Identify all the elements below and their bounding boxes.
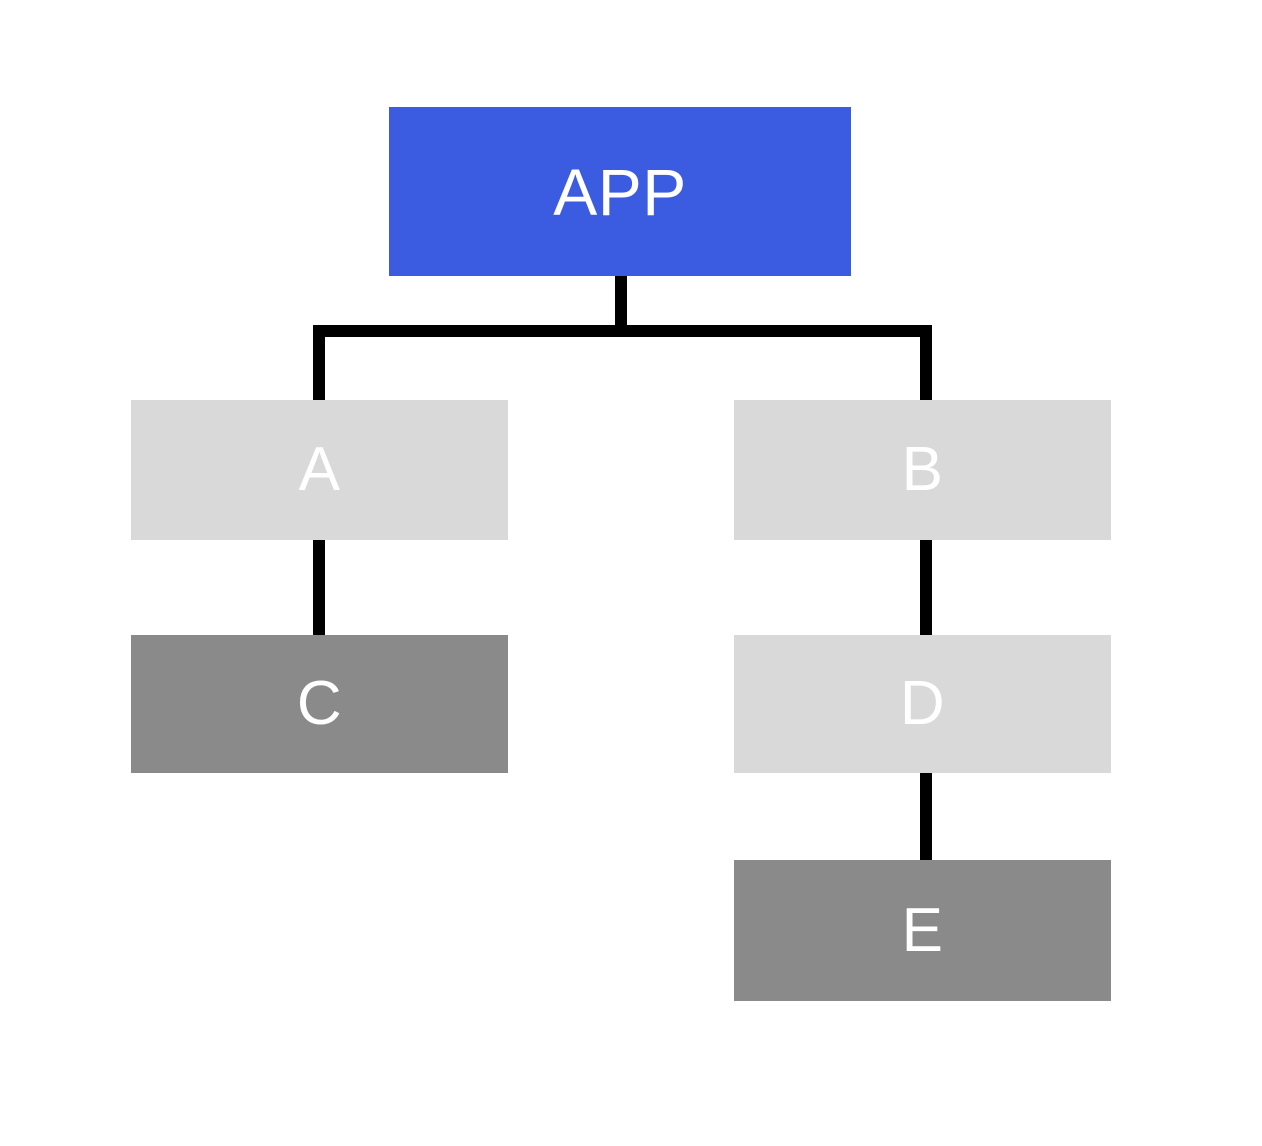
node-e-label: E — [901, 895, 944, 965]
node-d-label: D — [899, 669, 946, 738]
connector-a-to-c — [313, 536, 325, 639]
node-b-label: B — [901, 435, 944, 504]
connector-app-horizontal-bus — [313, 325, 932, 337]
node-a[interactable]: A — [131, 400, 508, 540]
node-b[interactable]: B — [734, 400, 1111, 540]
connector-app-stem — [615, 276, 627, 331]
connector-d-to-e — [920, 769, 932, 864]
node-d[interactable]: D — [734, 635, 1111, 773]
node-a-label: A — [298, 435, 341, 504]
node-c-label: C — [296, 669, 343, 738]
node-app[interactable]: APP — [389, 107, 851, 276]
connector-b-to-d — [920, 536, 932, 639]
connector-app-to-a — [313, 325, 325, 404]
node-e[interactable]: E — [734, 860, 1111, 1001]
node-app-label: APP — [553, 154, 687, 229]
connector-app-to-b — [920, 325, 932, 404]
node-c[interactable]: C — [131, 635, 508, 773]
